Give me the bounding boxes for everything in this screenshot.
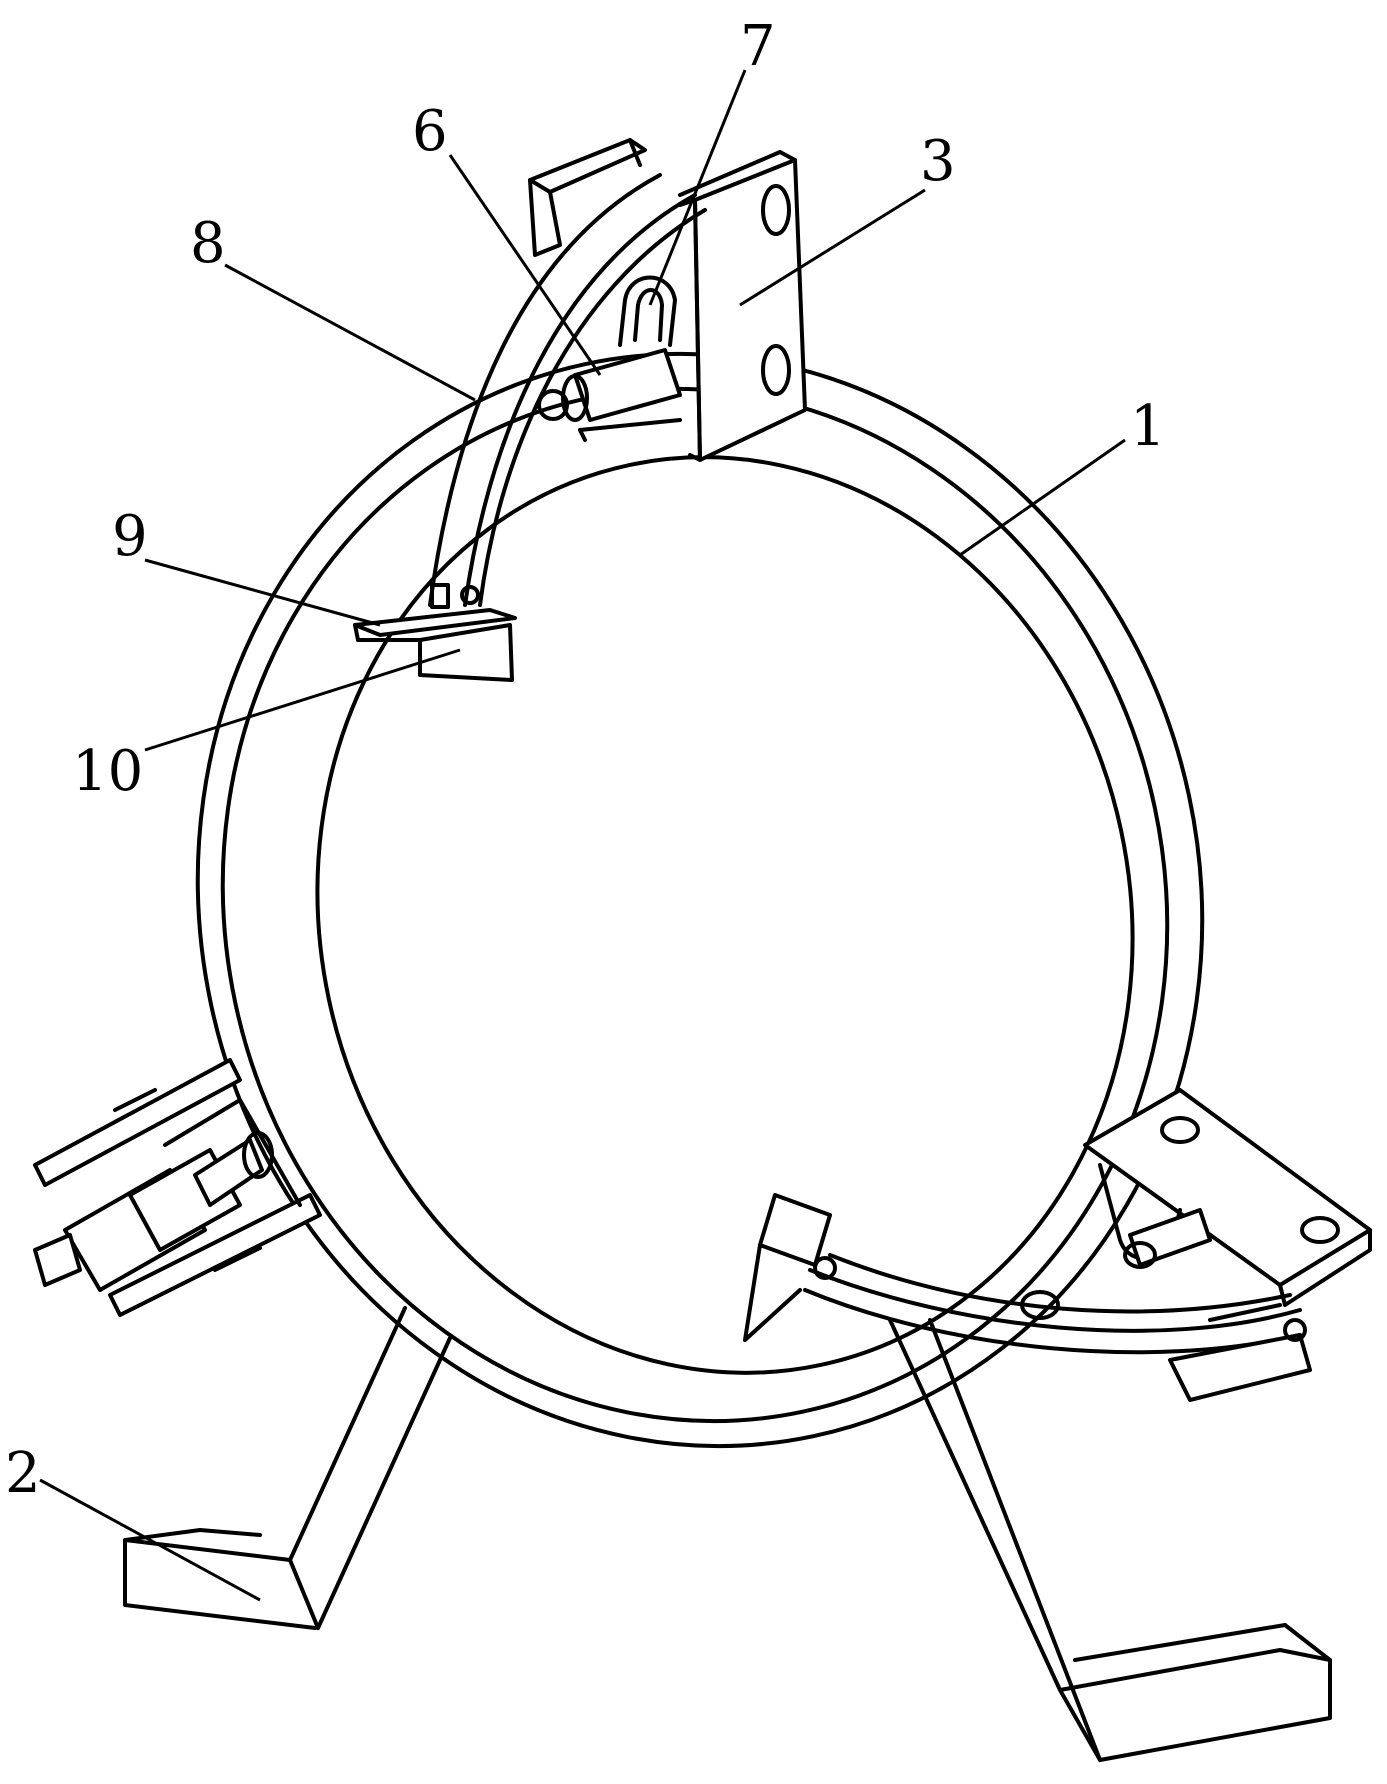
top-mount-plate <box>678 150 807 462</box>
top-left-bracket <box>528 138 647 257</box>
label-9: 9 <box>112 504 148 569</box>
label-7: 7 <box>740 14 776 79</box>
label-2: 2 <box>5 1441 41 1506</box>
lower-clamp-block <box>743 1193 1312 1402</box>
left-side-assembly <box>33 1058 322 1317</box>
left-leg <box>123 1306 452 1630</box>
right-side-assembly <box>1020 1088 1372 1320</box>
callout-labels: 1 2 3 6 7 8 9 10 <box>5 14 1166 1506</box>
label-3: 3 <box>920 129 956 194</box>
upper-clamp-block <box>353 583 517 682</box>
label-1: 1 <box>1130 394 1166 459</box>
right-leg <box>888 1318 1332 1762</box>
label-8: 8 <box>190 211 226 276</box>
upper-actuator <box>537 275 682 442</box>
label-10: 10 <box>72 739 143 804</box>
label-6: 6 <box>412 99 448 164</box>
upper-arc-arm <box>428 173 707 607</box>
leader-lines <box>39 69 1126 1602</box>
